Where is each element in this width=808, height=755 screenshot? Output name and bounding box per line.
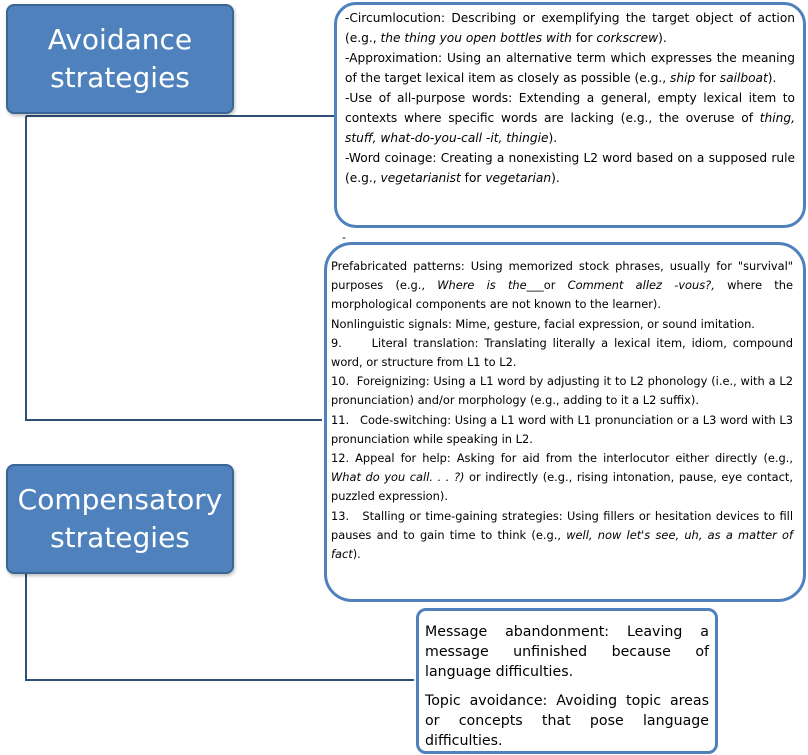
literal-translation-item: 9. Literal translation: Translating lite… xyxy=(331,335,793,370)
appeal-for-help-item: 12. Appeal for help: Asking for aid from… xyxy=(331,451,793,504)
stalling-item: 13. Stalling or time-gaining strategies:… xyxy=(331,508,793,562)
approximation-item: -Approximation: Using an alternative ter… xyxy=(345,51,795,85)
compensatory-title-line1: Compensatory xyxy=(17,483,223,516)
all-purpose-words-item: -Use of all-purpose words: Extending a g… xyxy=(345,91,795,145)
avoidance-title-line2: strategies xyxy=(50,61,190,94)
avoidance-strategies-panel: -Circumlocution: Describing or exemplify… xyxy=(334,2,806,228)
topic-avoidance-item: Topic avoidance: Avoiding topic areas or… xyxy=(425,693,709,749)
message-abandonment-item: Message abandonment: Leaving a message u… xyxy=(425,624,709,680)
nonlinguistic-signals-item: Nonlinguistic signals: Mime, gesture, fa… xyxy=(331,316,755,331)
compensatory-title-line2: strategies xyxy=(50,521,190,554)
code-switching-item: 11. Code-switching: Using a L1 word with… xyxy=(331,412,793,446)
foreignizing-item: 10. Foreignizing: Using a L1 word by adj… xyxy=(331,374,793,408)
dash-mark: - xyxy=(342,231,346,244)
connector-avoidance xyxy=(25,116,322,421)
circumlocution-item: -Circumlocution: Describing or exemplify… xyxy=(345,11,795,45)
avoidance-title-line1: Avoidance xyxy=(47,23,193,56)
compensatory-strategies-node: Compensatory strategies xyxy=(6,464,234,574)
avoidance-strategies-node: Avoidance strategies xyxy=(6,4,234,114)
word-coinage-item: -Word coinage: Creating a nonexisting L2… xyxy=(345,151,795,185)
abandonment-panel: Message abandonment: Leaving a message u… xyxy=(416,608,718,754)
compensatory-strategies-panel: Prefabricated patterns: Using memorized … xyxy=(324,242,806,602)
prefabricated-patterns-item: Prefabricated patterns: Using memorized … xyxy=(331,259,793,312)
connector-compensatory xyxy=(25,574,414,681)
